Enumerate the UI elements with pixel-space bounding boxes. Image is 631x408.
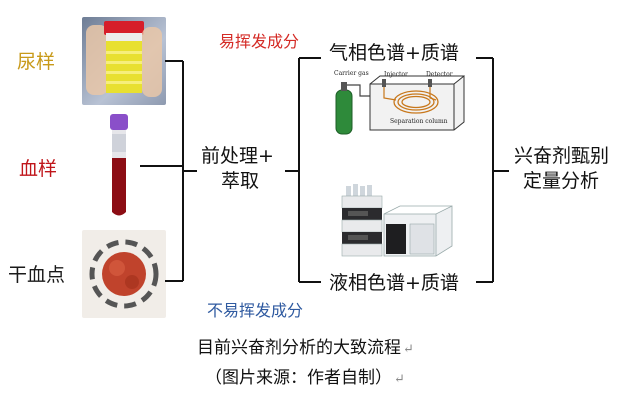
sample-label-blood: 血样 [19,158,58,180]
dried-blood-spot-image [82,230,166,318]
gcms-title: 气相色谱+质谱 [329,42,459,64]
figure-caption: 目前兴奋剂分析的大致流程↵ [197,333,414,358]
gc-instrument-diagram: Carrier gas Injector Detector Separation… [330,70,470,138]
volatile-components-label: 易挥发成分 [219,32,300,51]
pretreatment-line1: 前处理+ [201,145,274,167]
return-mark-icon: ↵ [403,342,414,357]
blood-sample-image [104,112,134,220]
nonvolatile-components-label: 不易挥发成分 [207,301,304,320]
figure-source: （图片来源：作者自制）↵ [205,363,405,388]
figure-caption-text: 目前兴奋剂分析的大致流程 [197,338,401,358]
result-line2: 定量分析 [523,170,600,192]
return-mark-icon: ↵ [394,372,405,387]
gc-label-detector: Detector [426,71,453,78]
urine-sample-image [82,17,166,105]
lcms-title: 液相色谱+质谱 [329,272,459,294]
gc-label-separation-column: Separation column [390,118,448,125]
sample-label-urine: 尿样 [17,51,56,73]
gc-label-carrier-gas: Carrier gas [334,70,369,77]
result-line1: 兴奋剂甄别 [514,145,610,167]
figure-source-text: （图片来源：作者自制） [205,368,392,388]
gc-label-injector: Injector [384,71,408,78]
pretreatment-line2: 萃取 [221,170,260,192]
lc-instrument-image [340,184,458,258]
sample-label-dried-blood-spot: 干血点 [8,264,66,286]
